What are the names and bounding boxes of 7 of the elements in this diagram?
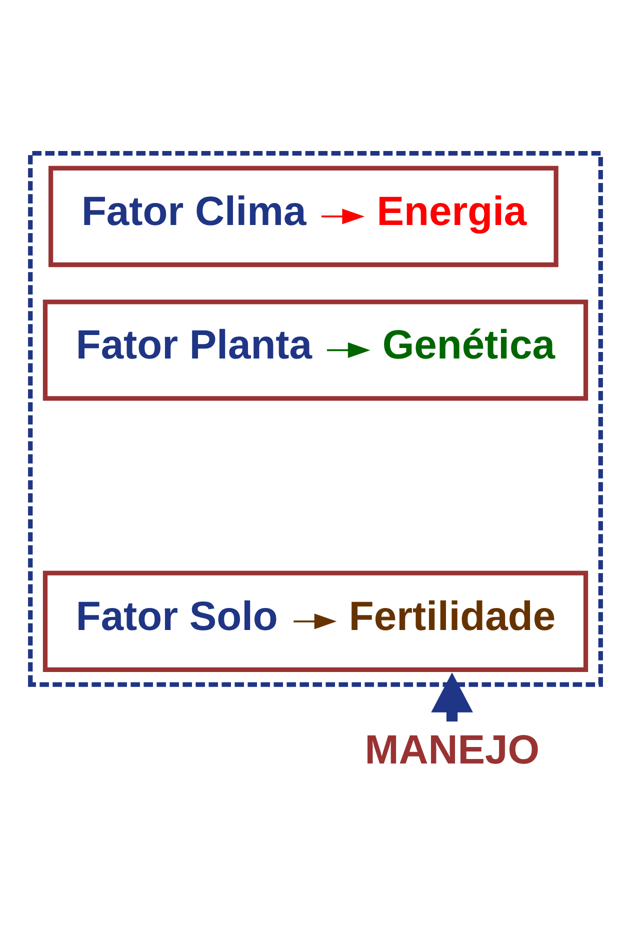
node-text: Genética [382, 321, 555, 368]
node-text: MANEJO [364, 726, 540, 772]
node-text: Fertilidade [348, 592, 556, 638]
node-text: Fator Solo [76, 592, 278, 638]
node-text: Fator Planta [76, 321, 312, 368]
node-text: Fator Clima [81, 187, 306, 234]
node-text: Energia [376, 187, 527, 234]
